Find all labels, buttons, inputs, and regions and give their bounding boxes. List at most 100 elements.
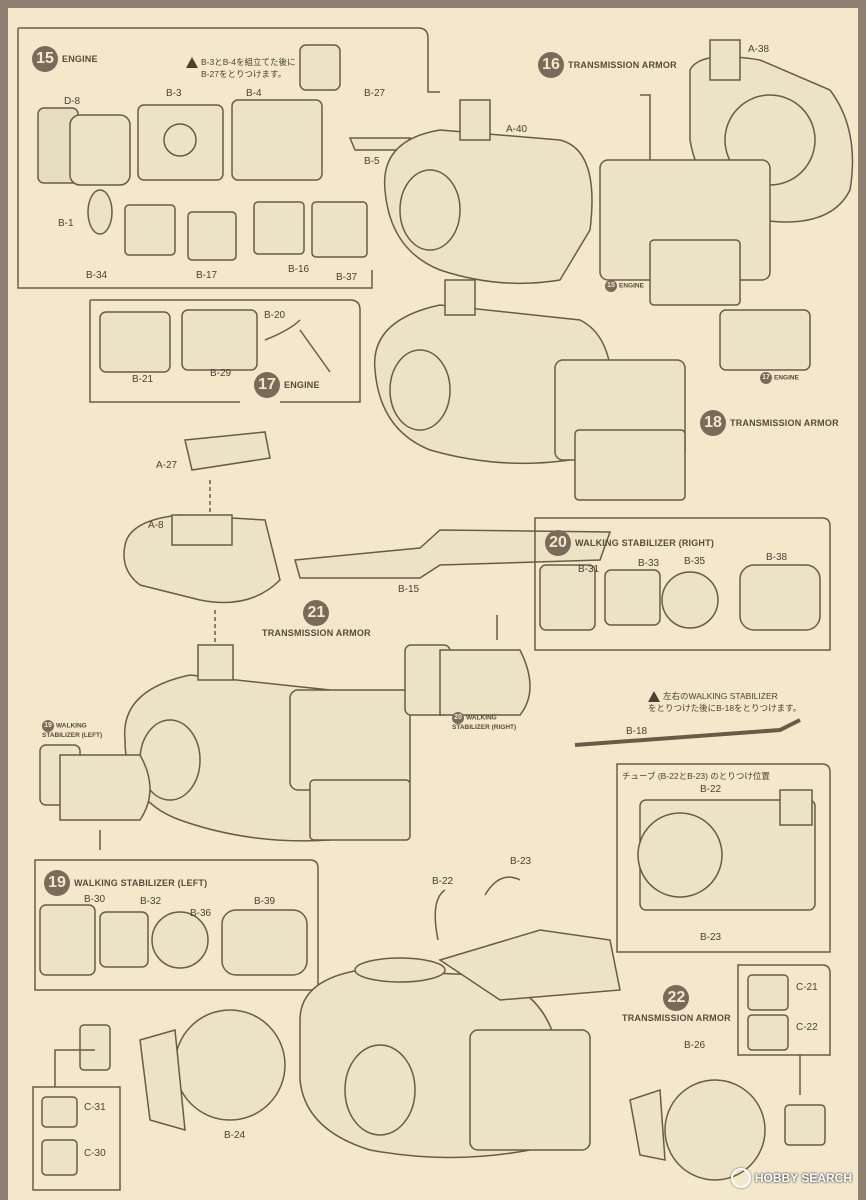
part-label: B-26	[684, 1040, 706, 1051]
step-17-header: 17 ENGINE	[254, 372, 320, 398]
note-21-line2: をとりつけた後にB-18をとりつけます。	[648, 703, 802, 714]
step-20-number: 20	[545, 530, 571, 556]
part-label: A-8	[148, 520, 164, 531]
watermark-logo-icon	[730, 1168, 751, 1188]
step-19-title: WALKING STABILIZER (LEFT)	[74, 878, 208, 888]
part-label: A-38	[748, 44, 770, 55]
part-label: D-8	[64, 96, 81, 107]
transmission-armor-22	[79, 876, 826, 1181]
part-label: B-34	[86, 270, 108, 281]
part-label: B-23	[700, 932, 722, 943]
part-label: B-22	[432, 876, 454, 887]
ref-20-text1: WALKING	[466, 714, 497, 722]
part-label: B-17	[196, 270, 218, 281]
note-15-line2: B-27をとりつけます。	[201, 69, 287, 80]
part-label: B-29	[210, 368, 232, 379]
step-16-title: TRANSMISSION ARMOR	[568, 60, 677, 70]
step-19-number: 19	[44, 870, 70, 896]
part-label: B-1	[58, 218, 74, 229]
panel-15-edge	[18, 27, 440, 93]
step-21-title: TRANSMISSION ARMOR	[262, 628, 371, 638]
step-18-number: 18	[700, 410, 726, 436]
part-label: C-22	[796, 1022, 818, 1033]
step-17-title: ENGINE	[284, 380, 320, 390]
page-border-left	[0, 0, 8, 1200]
ref-15-text: ENGINE	[619, 282, 644, 290]
step-16-number: 16	[538, 52, 564, 78]
ref-19-number: 19	[42, 720, 54, 732]
step-18-title: TRANSMISSION ARMOR	[730, 418, 839, 428]
part-label: A-27	[156, 460, 178, 471]
step-22-number: 22	[663, 985, 690, 1011]
part-label: B-22	[700, 784, 722, 795]
transmission-armor-18	[373, 279, 811, 501]
walking-stabilizer-right-20	[539, 564, 821, 631]
part-label: C-31	[84, 1102, 106, 1113]
note-step-15: B-3とB-4を組立てた後に B-27をとりつけます。	[186, 56, 295, 80]
step-15-title: ENGINE	[62, 54, 98, 64]
part-label: B-31	[578, 564, 600, 575]
step-16-header: 16 TRANSMISSION ARMOR	[538, 52, 677, 78]
warning-icon	[648, 691, 660, 703]
walking-stabilizer-left-19	[39, 904, 308, 976]
step-17-number: 17	[254, 372, 280, 398]
ref-17-text: ENGINE	[774, 374, 799, 382]
ref-15-number: 15	[605, 280, 617, 292]
part-label: B-3	[166, 88, 182, 99]
step-20-header: 20 WALKING STABILIZER (RIGHT)	[545, 530, 714, 556]
part-label: B-20	[264, 310, 286, 321]
step-20-title: WALKING STABILIZER (RIGHT)	[575, 538, 715, 548]
ref-20-number: 20	[452, 712, 464, 724]
part-label: C-21	[796, 982, 818, 993]
warning-icon	[186, 57, 198, 69]
part-label: B-27	[364, 88, 386, 99]
hobby-search-watermark: HOBBY SEARCH	[730, 1168, 852, 1188]
tube-position-diagram	[637, 789, 816, 911]
step-18-header: 18 TRANSMISSION ARMOR	[700, 410, 839, 436]
ref-19-text2: STABILIZER (LEFT)	[42, 732, 103, 739]
ref-19-text1: WALKING	[56, 722, 87, 730]
part-label: B-33	[638, 558, 660, 569]
engine-parts-17	[99, 309, 331, 373]
part-label: B-5	[364, 156, 380, 167]
note-21-line1: 左右のWALKING STABILIZER	[663, 691, 778, 701]
note-step-21: 左右のWALKING STABILIZER をとりつけた後にB-18をとりつけま…	[648, 690, 801, 714]
step-19-header: 19 WALKING STABILIZER (LEFT)	[44, 870, 207, 896]
part-label: B-4	[246, 88, 262, 99]
step-22-header: 22 TRANSMISSION ARMOR	[622, 985, 731, 1023]
part-label: B-16	[288, 264, 310, 275]
part-label: B-23	[510, 856, 532, 867]
step-15-number: 15	[32, 46, 58, 72]
transmission-armor-21-lower	[39, 615, 801, 850]
ref-20-text2: STABILIZER (RIGHT)	[452, 724, 517, 731]
part-label: A-40	[506, 124, 528, 135]
part-label: B-37	[336, 272, 358, 283]
page-border-top	[0, 0, 866, 8]
part-label: B-21	[132, 374, 154, 385]
step-22-title: TRANSMISSION ARMOR	[622, 1013, 731, 1023]
part-label: B-30	[84, 894, 106, 905]
part-label: C-30	[84, 1148, 106, 1159]
part-label: B-24	[224, 1130, 246, 1141]
transmission-armor-16	[383, 39, 854, 306]
page-border-right	[858, 0, 866, 1200]
transmission-armor-21-upper	[123, 431, 612, 645]
step-21-header: 21 TRANSMISSION ARMOR	[262, 600, 371, 638]
engine-parts-15	[37, 44, 412, 261]
part-label: B-35	[684, 556, 706, 567]
step-21-number: 21	[303, 600, 330, 626]
step-15-header: 15 ENGINE	[32, 46, 98, 72]
part-label: B-32	[140, 896, 162, 907]
ref-17-number: 17	[760, 372, 772, 384]
tube-position-caption: チューブ (B-22とB-23) のとりつけ位置	[622, 771, 770, 781]
part-label: B-18	[626, 726, 648, 737]
note-15-line1: B-3とB-4を組立てた後に	[201, 57, 296, 67]
part-label: B-38	[766, 552, 788, 563]
part-label: B-15	[398, 584, 420, 595]
